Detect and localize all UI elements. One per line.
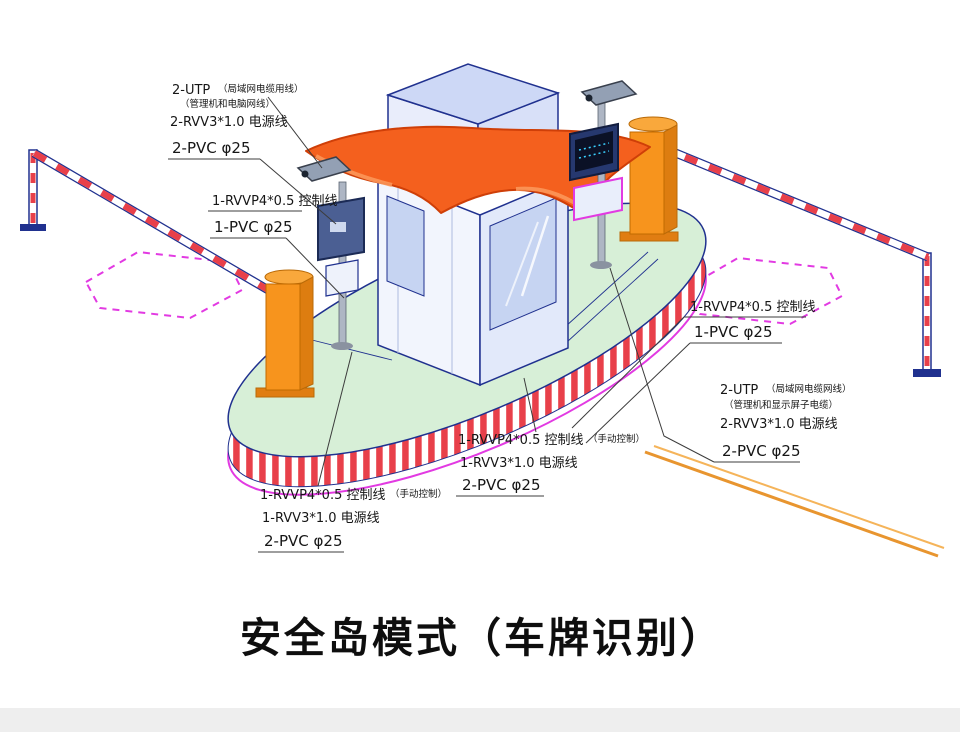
conduit-line-right-2 (555, 258, 659, 353)
annotation-text: （局域网电缆网线） (766, 383, 852, 395)
annotation-text: （手动控制） (588, 433, 645, 445)
lpr-camera-left-lens (301, 170, 309, 178)
lpr-camera-right-lens (585, 94, 593, 102)
window-glare-1 (520, 215, 550, 297)
annotation-text: 2-RVV3*1.0 电源线 (170, 115, 288, 130)
barrier-left-post-front (265, 283, 301, 391)
display-pole-base (590, 261, 612, 269)
barrier-left (20, 149, 315, 398)
barrier-right-arm-stripes (659, 143, 930, 261)
annotation-text: 1-RVVP4*0.5 控制线 (690, 300, 816, 315)
window-glare-2 (505, 221, 539, 307)
annotation-top-left: 2-UTP （局域网电缆用线） （管理机和电脑网线） 2-RVV3*1.0 电源… (170, 83, 304, 157)
annotation-right-bottom: 2-UTP （局域网电缆网线） （管理机和显示屏子电缆） 2-RVV3*1.0 … (720, 383, 852, 460)
barrier-right-post-cap (628, 116, 678, 132)
ground-loop-left (84, 250, 244, 320)
road-line-inner (653, 445, 945, 549)
top-box-top-face (385, 63, 561, 125)
barrier-right (619, 116, 941, 377)
annotation-right-middle: 1-RVVP4*0.5 控制线 1-PVC φ25 (690, 300, 816, 341)
annotation-text: 2-UTP (172, 83, 210, 98)
annotation-text: 2-PVC φ25 (462, 476, 541, 494)
annotation-text: 1-RVVP4*0.5 控制线 (260, 488, 386, 503)
led-display-screen (575, 131, 613, 172)
leader-lines (168, 96, 806, 553)
ground-loop-right (684, 256, 844, 326)
barrier-right-end-support (922, 252, 932, 372)
annotation-text: 2-RVV3*1.0 电源线 (720, 417, 838, 432)
annotation-text: （手动控制） (390, 488, 447, 500)
leader-right-bottom-to-display (609, 267, 715, 463)
lpr-camera-right (580, 80, 638, 106)
annotation-left: 1-RVVP4*0.5 控制线 1-PVC φ25 (212, 194, 338, 236)
barrier-left-end-foot (20, 224, 46, 231)
annotation-text: 2-PVC φ25 (264, 532, 343, 550)
annotation-text: 1-RVV3*1.0 电源线 (262, 511, 380, 526)
display-pole (569, 80, 638, 269)
barrier-right-post-side (663, 124, 678, 235)
ground-loops (84, 250, 844, 326)
fill-light-panel (573, 176, 623, 222)
booth-left-window (386, 195, 425, 297)
led-display-text-row-1 (578, 142, 610, 151)
camera-pole-left (296, 156, 365, 350)
annotation-text: 2-PVC φ25 (172, 139, 251, 157)
annotation-text: 2-UTP (720, 383, 758, 398)
camera-pole-left-base (331, 342, 353, 350)
led-display-text-row-2 (578, 150, 610, 159)
leader-right-middle-diag-1 (571, 316, 685, 429)
road-edge-line (644, 445, 945, 558)
control-box-label (330, 222, 346, 232)
leader-top-left-to-camera (267, 96, 323, 169)
barrier-right-end-foot (913, 369, 941, 377)
leader-right-middle-diag-2 (585, 342, 691, 444)
annotation-text: 1-RVVP4*0.5 控制线 (458, 433, 584, 448)
annotation-bottom-left: 1-RVVP4*0.5 控制线 （手动控制） 1-RVV3*1.0 电源线 2-… (260, 488, 447, 550)
leader-bottom-left-to-pole (317, 351, 353, 487)
lpr-camera-left (296, 156, 352, 182)
annotation-text: 1-RVVP4*0.5 控制线 (212, 194, 338, 209)
junction-box (325, 259, 359, 297)
barrier-left-post-side (299, 276, 314, 391)
annotation-text: （管理机和电脑网线） (180, 98, 275, 110)
barrier-left-arm-stripes (32, 150, 272, 294)
annotation-text: 1-PVC φ25 (694, 323, 773, 341)
annotation-text: （局域网电缆用线） (218, 83, 304, 95)
annotation-center: 1-RVVP4*0.5 控制线 （手动控制） 1-RVV3*1.0 电源线 2-… (458, 433, 645, 494)
annotation-text: 1-PVC φ25 (214, 218, 293, 236)
annotation-text: （管理机和显示屏子电缆） (724, 399, 838, 411)
leader-top-left-to-box (259, 158, 337, 225)
annotation-text: 1-RVV3*1.0 电源线 (460, 456, 578, 471)
leader-center-to-island (523, 377, 537, 433)
leader-left-to-pole (285, 237, 345, 299)
annotation-text: 2-PVC φ25 (722, 442, 801, 460)
road-line-outer (644, 450, 939, 558)
conduit-line-left (311, 339, 393, 361)
display-pole-pole (597, 95, 606, 265)
guard-booth (377, 173, 569, 387)
diagram-title: 安全岛模式（车牌识别） (240, 614, 724, 662)
photo-bottom-edge (0, 708, 960, 732)
